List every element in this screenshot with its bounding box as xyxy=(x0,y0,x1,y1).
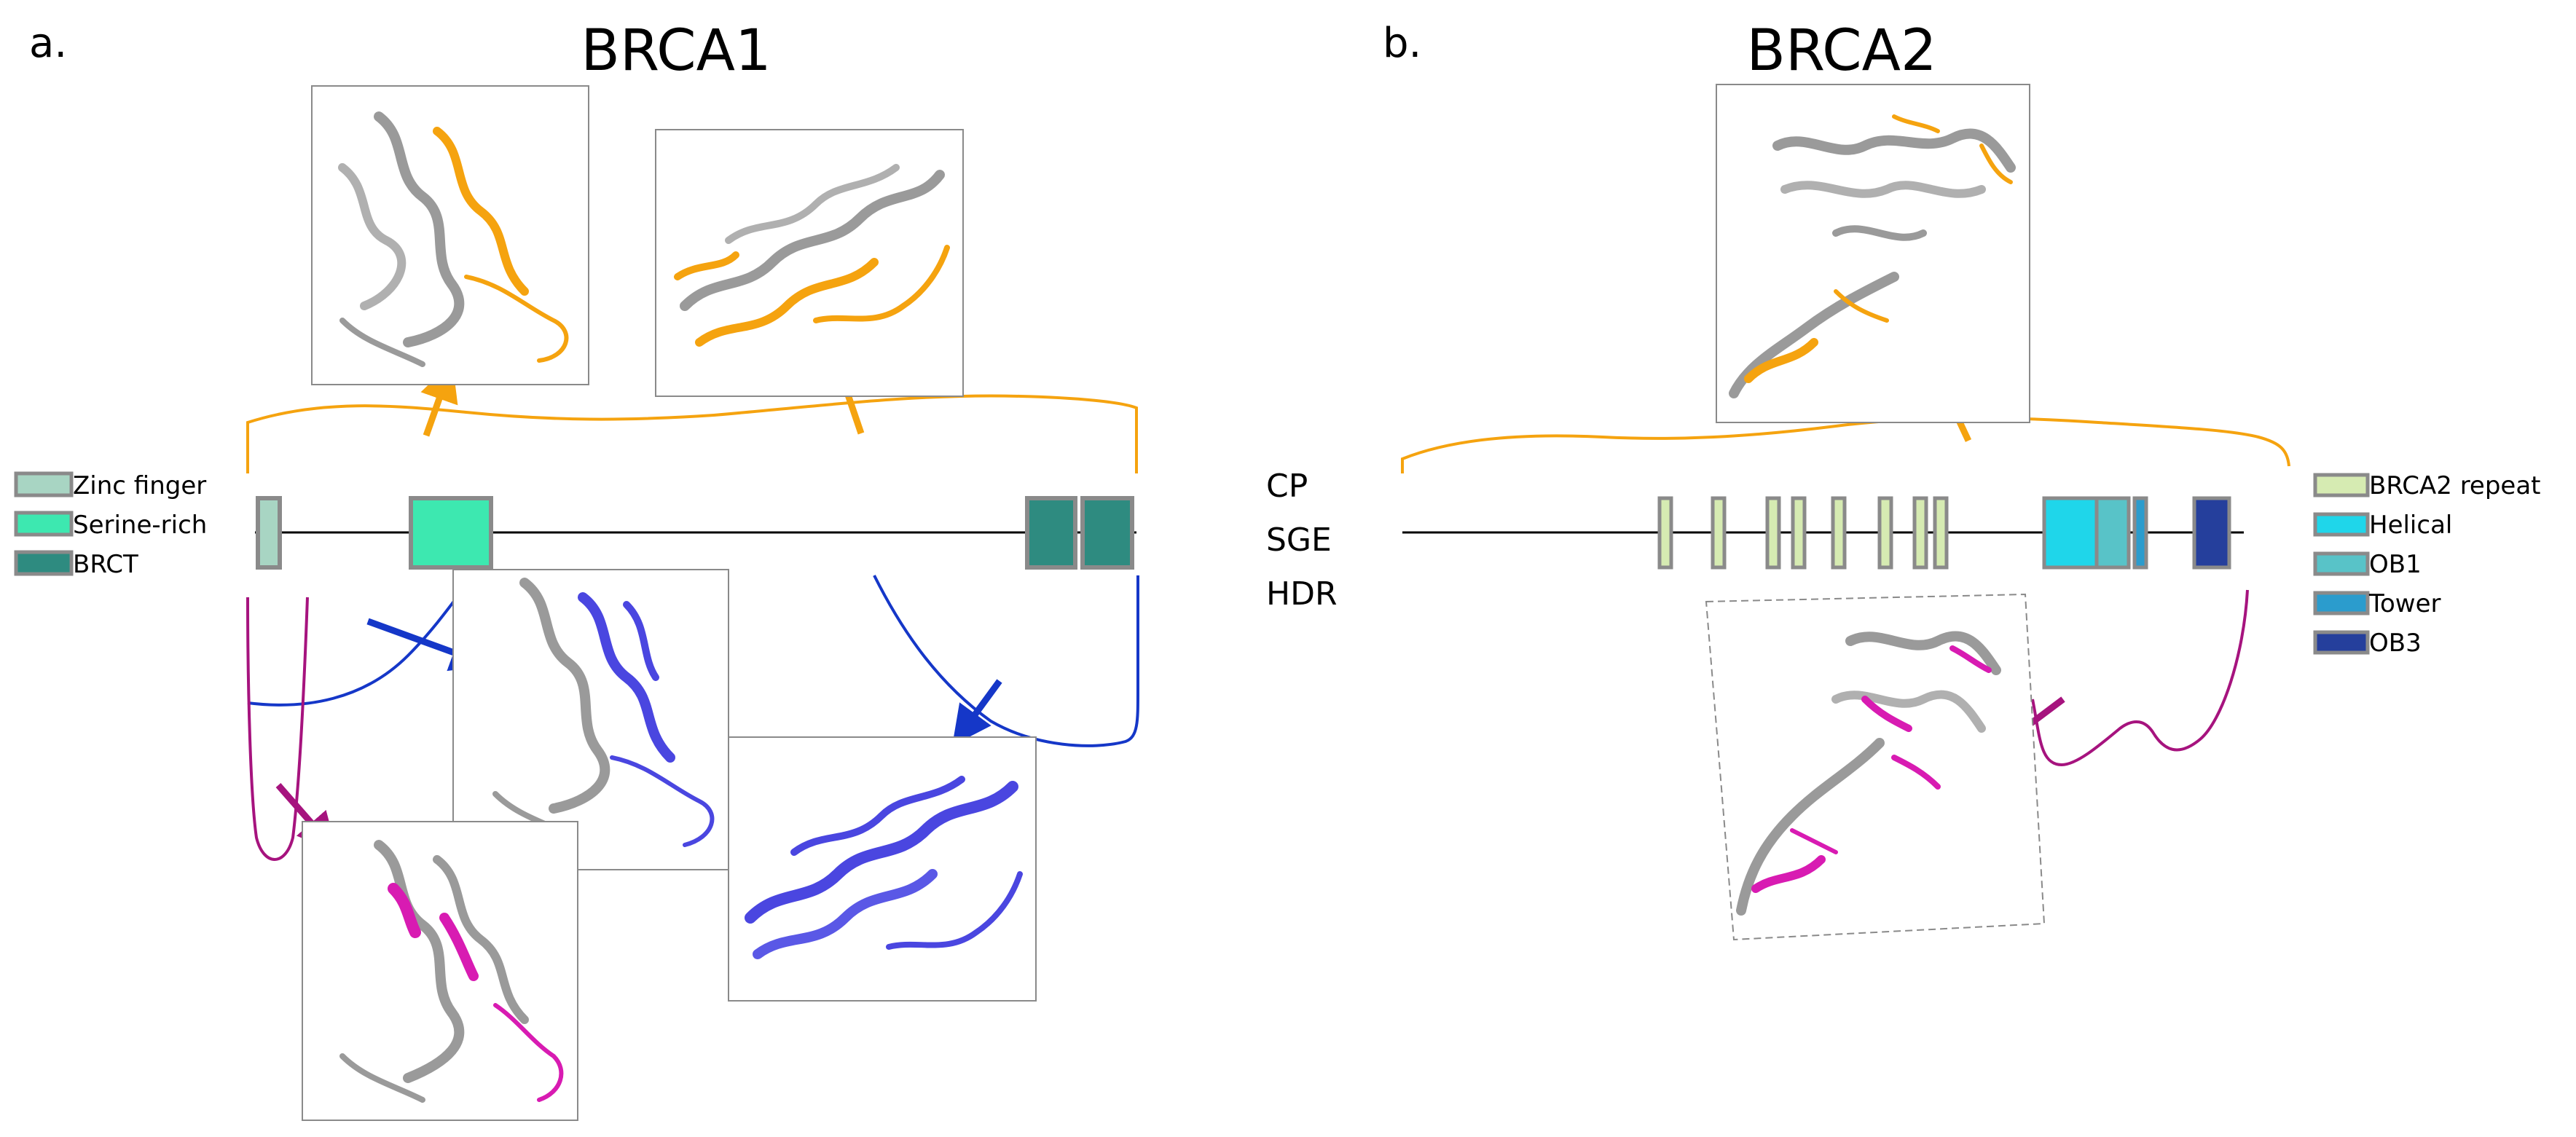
legend-item-brct: BRCT xyxy=(14,550,138,579)
legend-label-zinc-finger: Zinc finger xyxy=(73,471,206,500)
brca1-domain-brct-1 xyxy=(1025,496,1077,570)
protein-ribbon-sge-ring xyxy=(492,578,715,847)
brca1-structure-cp-ring xyxy=(311,85,589,385)
brca2-repeat-5 xyxy=(1831,496,1847,570)
legend-label-helical: Helical xyxy=(2369,511,2452,540)
brca2-domain-ob3 xyxy=(2192,496,2231,570)
legend-label-brct: BRCT xyxy=(73,550,138,579)
assay-label-cp: CP xyxy=(1266,468,1308,505)
brca1-domain-brct-2 xyxy=(1080,496,1134,570)
brca1-domain-zinc-finger xyxy=(256,496,282,570)
legend-label-tower: Tower xyxy=(2368,589,2441,618)
legend-item-serine-rich: Serine-rich xyxy=(14,511,207,540)
brca2-domain-helical xyxy=(2042,496,2099,570)
panel-b-title: BRCA2 xyxy=(1746,18,1936,84)
brca1-sge-curve-right xyxy=(873,575,1139,747)
brca1-legend: Zinc finger Serine-rich BRCT xyxy=(14,471,207,579)
legend-label-serine-rich: Serine-rich xyxy=(73,511,207,540)
protein-ribbon-cp-ring xyxy=(338,111,569,367)
legend-label-ob1: OB1 xyxy=(2369,550,2422,579)
brca2-repeat-7 xyxy=(1912,496,1928,570)
brca2-domain-tower xyxy=(2132,496,2148,570)
brca1-domain-serine-rich xyxy=(409,496,493,570)
brca2-repeat-3 xyxy=(1765,496,1781,570)
brca1-structure-hdr-ring xyxy=(302,821,578,1121)
brca2-cp-bracket xyxy=(1401,416,2290,473)
legend-item-ob1: OB1 xyxy=(2313,550,2422,579)
brca1-cp-arrow-1 xyxy=(420,361,458,437)
brca2-legend: BRCA2 repeat Helical OB1 Tower OB3 xyxy=(2313,471,2541,658)
panel-b: b. BRCA2 CP SGE HDR BRCA2 repeat Helical… xyxy=(1266,18,2541,941)
protein-ribbon-brca2-hdr xyxy=(1736,631,2001,916)
legend-label-ob3: OB3 xyxy=(2369,629,2422,658)
legend-item-ob3: OB3 xyxy=(2313,629,2422,658)
brca2-repeat-1 xyxy=(1657,496,1673,570)
brca1-sge-curve-left xyxy=(247,574,475,707)
brca2-structure-hdr xyxy=(1705,593,2046,941)
brca2-domain-ob1 xyxy=(2094,496,2131,570)
assay-label-hdr: HDR xyxy=(1266,575,1338,613)
brca2-repeat-8 xyxy=(1933,496,1949,570)
brca2-structure-cp xyxy=(1716,84,2030,423)
legend-item-helical: Helical xyxy=(2313,511,2452,540)
protein-ribbon-hdr-ring xyxy=(339,840,564,1103)
brca1-structure-sge-brct xyxy=(728,736,1037,1002)
brca1-sge-arrow-2 xyxy=(952,679,1002,746)
protein-ribbon-brca2-cp xyxy=(1729,114,2016,398)
panel-a-label: a. xyxy=(29,20,67,67)
legend-item-brca2-repeat: BRCA2 repeat xyxy=(2313,471,2541,500)
legend-item-zinc-finger: Zinc finger xyxy=(14,471,206,500)
brca1-structure-cp-brct xyxy=(655,129,964,397)
brca1-hdr-curve xyxy=(246,597,309,861)
brca2-hdr-curve xyxy=(2031,589,2249,767)
brca1-structure-sge-ring xyxy=(452,569,729,870)
panel-a-title: BRCA1 xyxy=(581,18,771,84)
brca2-repeat-2 xyxy=(1711,496,1727,570)
protein-ribbon-cp-brct xyxy=(674,164,950,347)
panel-b-label: b. xyxy=(1383,20,1421,67)
brca2-repeat-6 xyxy=(1877,496,1893,570)
legend-item-tower: Tower xyxy=(2313,589,2441,618)
legend-label-brca2-repeat: BRCA2 repeat xyxy=(2369,471,2541,500)
assay-label-sge: SGE xyxy=(1266,522,1332,559)
protein-ribbon-sge-brct xyxy=(745,776,1023,959)
brca2-repeat-4 xyxy=(1791,496,1807,570)
brca1-cp-bracket xyxy=(246,394,1138,473)
panel-a: a. BRCA1 Zinc finger Serine-rich BRCT xyxy=(14,18,1139,1121)
